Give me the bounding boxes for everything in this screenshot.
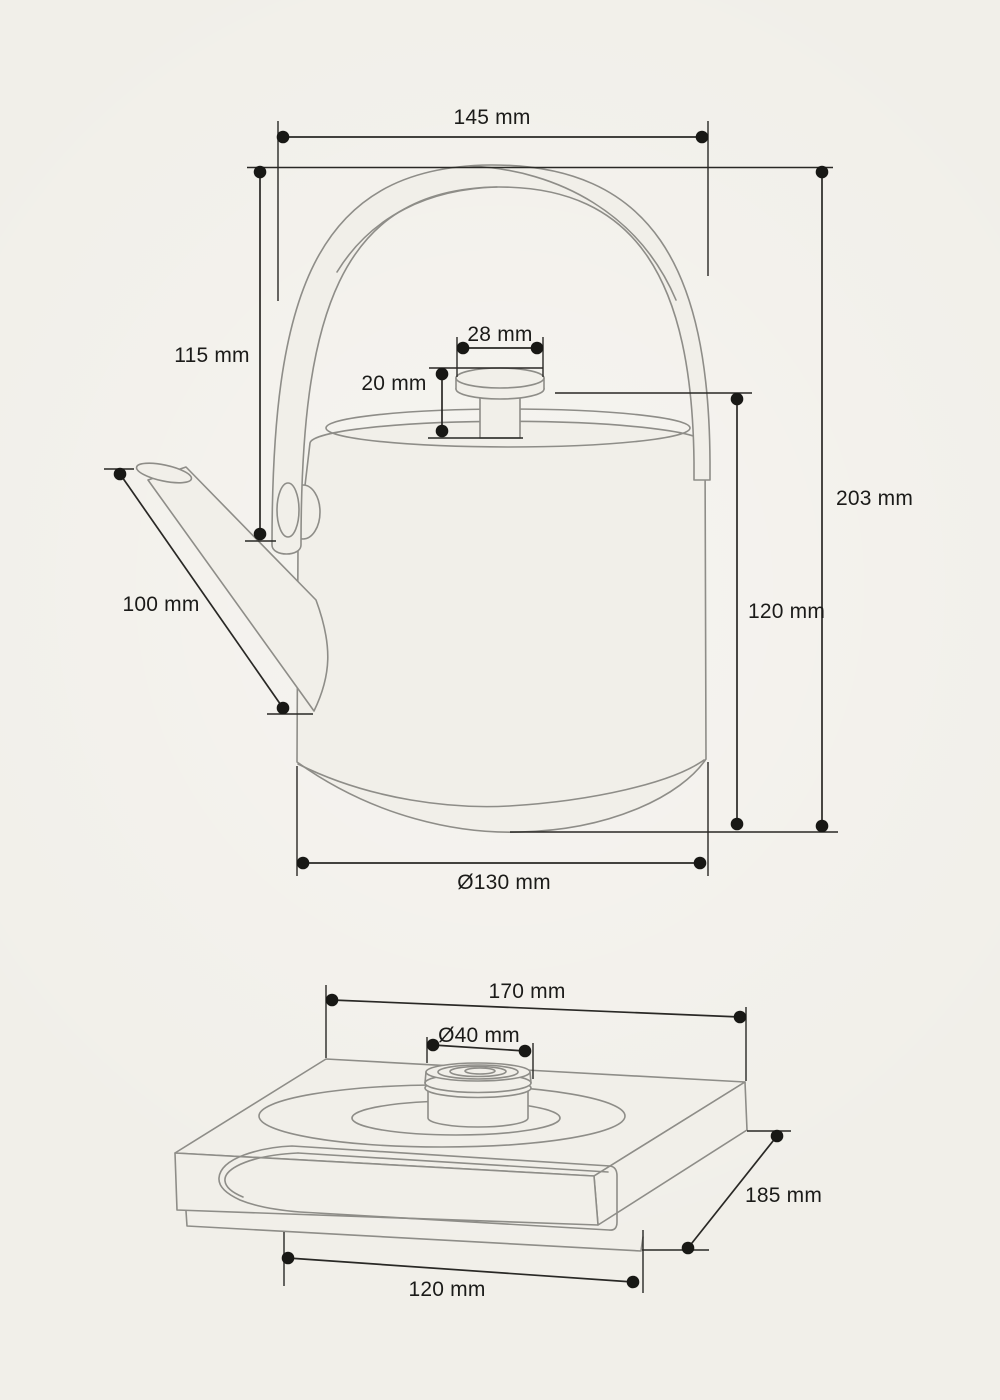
dim-line-120b [287, 1257, 634, 1283]
socket-cap-side-edges [424, 1071, 532, 1084]
ext-lines-28 [456, 337, 544, 377]
dot [253, 165, 267, 179]
kettle-figure [135, 164, 711, 833]
handle-far-edge-right [469, 165, 677, 301]
handle-pivot [276, 482, 300, 538]
dot [693, 856, 707, 870]
dim-label-overall-height: 203 mm [836, 487, 913, 510]
ticks-20 [428, 367, 543, 439]
base-vent-outline [218, 1145, 618, 1231]
ext-lines-130 [296, 762, 709, 876]
kettle-spout [147, 466, 329, 712]
dot [681, 1241, 695, 1255]
dot [518, 1044, 532, 1058]
socket-cap-top [425, 1062, 531, 1082]
dim-label-spout-length: 100 mm [122, 593, 199, 616]
kettle-bottom-crease [297, 759, 705, 808]
base-vent-inner-line [224, 1152, 299, 1198]
dim-label-knob-height: 20 mm [361, 372, 426, 395]
dim-line-100 [119, 473, 284, 709]
dot [435, 424, 449, 438]
base-plinth [185, 1210, 644, 1252]
dot [815, 819, 829, 833]
dimension-annotations: 145 mm 115 mm 28 mm 20 mm 100 mm 203 mm … [104, 106, 913, 1301]
base-front-face [174, 1152, 599, 1226]
dot [733, 1010, 747, 1024]
kettle-body [296, 420, 707, 833]
socket-cylinder [427, 1088, 529, 1128]
base-vent-inner-top [297, 1152, 609, 1173]
handle-far-edge-left [336, 186, 498, 273]
dim-label-base-diameter: Ø130 mm [457, 871, 551, 894]
ticks-185 [642, 1130, 791, 1251]
dot [276, 701, 290, 715]
knob-disc-top [455, 367, 545, 389]
dim-label-base-depth: 185 mm [745, 1184, 822, 1207]
base-figure [174, 1058, 748, 1252]
dim-label-handle-height: 115 mm [174, 344, 250, 367]
dot [253, 527, 267, 541]
dim-line-40 [432, 1044, 526, 1052]
ext-lines-170 [325, 985, 747, 1081]
dot [626, 1275, 640, 1289]
dot [456, 341, 470, 355]
dot [730, 817, 744, 831]
dim-label-base-top-width: 170 mm [488, 980, 565, 1003]
dim-label-body-height: 120 mm [748, 600, 825, 623]
dot [325, 993, 339, 1007]
kettle-handle [271, 164, 711, 555]
dot [730, 392, 744, 406]
ext-lines-145 [277, 121, 709, 301]
dot [530, 341, 544, 355]
dot [435, 367, 449, 381]
dim-line-170 [331, 999, 741, 1018]
dot [296, 856, 310, 870]
socket-ring-2 [449, 1065, 507, 1078]
dim-label-vent-width: 120 mm [408, 1278, 485, 1301]
spout-opening [135, 462, 193, 484]
dimension-endpoint-dots [113, 130, 829, 1289]
dot [695, 130, 709, 144]
dot [815, 165, 829, 179]
ext-lines-40 [426, 1037, 534, 1079]
dim-label-knob-diameter: 28 mm [467, 323, 532, 346]
socket-ring-3 [464, 1067, 496, 1075]
dot [276, 130, 290, 144]
dot [113, 467, 127, 481]
dot [281, 1251, 295, 1265]
dim-line-185 [687, 1135, 778, 1249]
dim-label-top-width: 145 mm [453, 106, 530, 129]
dot [426, 1038, 440, 1052]
socket-ring-1 [437, 1064, 519, 1080]
dim-label-socket-diameter: Ø40 mm [438, 1024, 520, 1047]
dot [770, 1129, 784, 1143]
